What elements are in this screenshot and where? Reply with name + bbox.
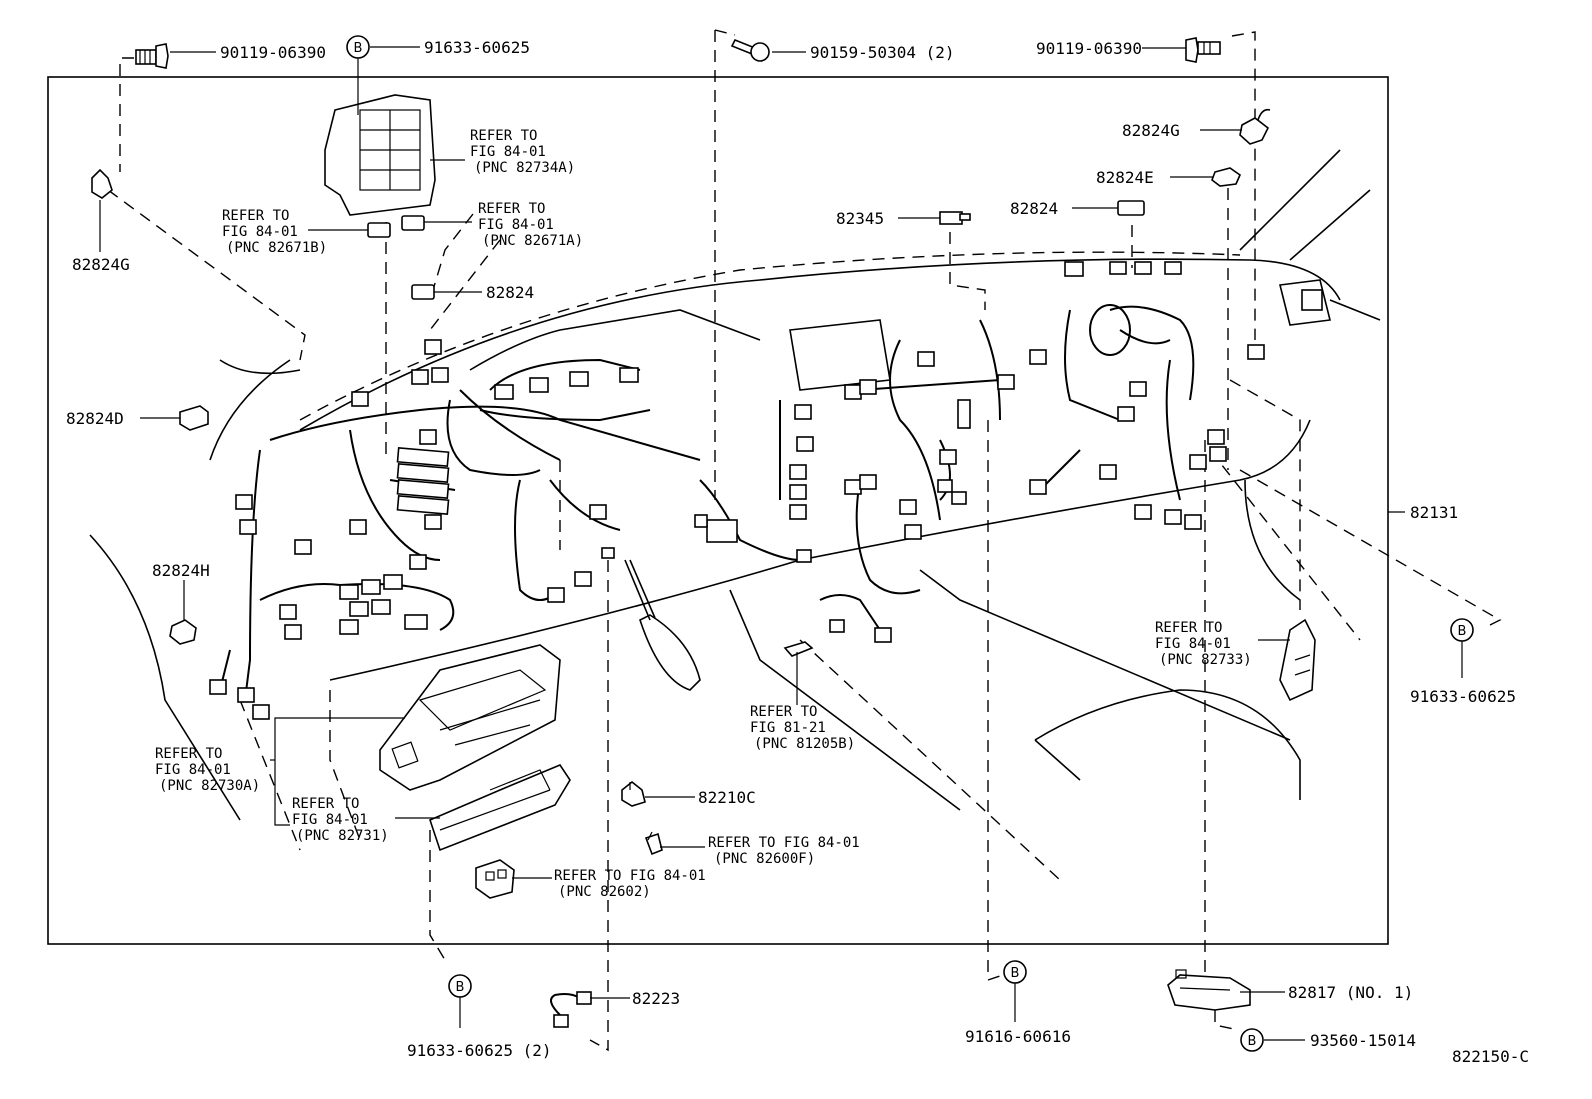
clamp-82824g-right	[1239, 117, 1270, 145]
ref-82602: REFER TO FIG 84-01 (PNC 82602)	[554, 868, 706, 900]
clamp-82824e	[1211, 167, 1241, 187]
label-clip-top-b: 91633-60625	[424, 38, 530, 57]
svg-text:FIG 84-01: FIG 84-01	[155, 762, 231, 778]
label-clip-right-b: 91633-60625	[1410, 687, 1516, 706]
solid-leaders	[99, 46, 1463, 1041]
ecu-82731	[429, 764, 571, 852]
diagram-frame	[47, 76, 1389, 945]
instrument-panel-outline	[89, 149, 1381, 821]
ref-82733: REFER TO FIG 84-01 (PNC 82733)	[1155, 620, 1252, 668]
label-conn-82824-right: 82824	[1010, 199, 1058, 218]
svg-text:REFER TO: REFER TO	[750, 704, 817, 720]
bolt-right-icon	[1185, 37, 1221, 63]
harness-82223-icon	[550, 991, 592, 1028]
ref-82734a: REFER TO FIG 84-01 (PNC 82734A)	[470, 128, 575, 176]
svg-text:B: B	[456, 980, 465, 995]
label-clamp-g-left: 82824G	[72, 255, 130, 274]
connector-82602-icon	[475, 859, 515, 899]
svg-text:REFER TO FIG 84-01: REFER TO FIG 84-01	[554, 868, 706, 884]
svg-text:(PNC 82602): (PNC 82602)	[558, 884, 651, 900]
clamp-82824d	[179, 405, 209, 431]
clamp-82824g-left	[91, 168, 113, 199]
label-bolt-right: 90119-06390	[1036, 39, 1142, 58]
ref-82671b: REFER TO FIG 84-01 (PNC 82671B)	[222, 208, 327, 256]
bracket-82733-icon	[1279, 618, 1316, 702]
svg-text:REFER TO: REFER TO	[1155, 620, 1222, 636]
figure-code: 822150-C	[1452, 1047, 1529, 1066]
svg-text:(PNC 82730A): (PNC 82730A)	[159, 778, 260, 794]
harness-connectors	[209, 261, 1323, 720]
svg-text:B: B	[354, 41, 363, 56]
label-clamp-e: 82824E	[1096, 168, 1154, 187]
svg-text:B: B	[1248, 1034, 1257, 1049]
svg-text:FIG 84-01: FIG 84-01	[222, 224, 298, 240]
connector-82345-icon	[939, 211, 971, 225]
label-bracket-82817: 82817 (NO. 1)	[1288, 983, 1413, 1002]
sensor-81205b-icon	[783, 641, 814, 657]
label-conn-82345: 82345	[836, 209, 884, 228]
marker-b-right: B	[1450, 618, 1474, 642]
label-conn-82223: 82223	[632, 989, 680, 1008]
dashed-leaders	[107, 29, 1502, 1052]
svg-text:(PNC 82600F): (PNC 82600F)	[714, 851, 815, 867]
svg-text:FIG 84-01: FIG 84-01	[1155, 636, 1231, 652]
svg-text:FIG 81-21: FIG 81-21	[750, 720, 826, 736]
svg-text:B: B	[1458, 624, 1467, 639]
connector-82824-left	[411, 284, 435, 300]
relay-block-top	[324, 94, 436, 216]
ref-82731: REFER TO FIG 84-01 (PNC 82731)	[292, 796, 389, 844]
svg-text:REFER TO: REFER TO	[155, 746, 222, 762]
label-bolt-left: 90119-06390	[220, 43, 326, 62]
svg-text:REFER TO: REFER TO	[478, 201, 545, 217]
ref-82730a: REFER TO FIG 84-01 (PNC 82730A)	[155, 746, 260, 794]
ref-81205b: REFER TO FIG 81-21 (PNC 81205B)	[750, 704, 855, 752]
marker-b-top: B	[346, 35, 370, 59]
bolt-left-icon	[135, 43, 169, 69]
svg-text:REFER TO: REFER TO	[222, 208, 289, 224]
label-clamp-g-right: 82824G	[1122, 121, 1180, 140]
svg-text:(PNC 81205B): (PNC 81205B)	[754, 736, 855, 752]
label-clip-91616: 91616-60616	[965, 1027, 1071, 1046]
svg-text:REFER TO FIG 84-01: REFER TO FIG 84-01	[708, 835, 860, 851]
label-clip-93560: 93560-15014	[1310, 1031, 1416, 1050]
junction-block-82730a	[379, 644, 561, 791]
label-clamp-d: 82824D	[66, 409, 124, 428]
svg-text:FIG 84-01: FIG 84-01	[478, 217, 554, 233]
svg-text:(PNC 82671B): (PNC 82671B)	[226, 240, 327, 256]
svg-text:REFER TO: REFER TO	[292, 796, 359, 812]
marker-b-bottom-left: B	[448, 974, 472, 998]
connector-82600f-icon	[644, 831, 663, 856]
label-clip-bottom-b: 91633-60625 (2)	[407, 1041, 552, 1060]
svg-text:REFER TO: REFER TO	[470, 128, 537, 144]
relay-82210c-icon	[621, 780, 646, 807]
connector-82671b	[367, 222, 391, 238]
label-harness: 82131	[1410, 503, 1458, 522]
svg-text:FIG 84-01: FIG 84-01	[292, 812, 368, 828]
harness-wires	[219, 304, 1195, 701]
svg-text:B: B	[1011, 966, 1020, 981]
bracket-82817-icon	[1167, 969, 1251, 1011]
svg-text:(PNC 82733): (PNC 82733)	[1159, 652, 1252, 668]
clamp-82824h	[169, 619, 197, 645]
marker-b-bottom-right: B	[1240, 1028, 1264, 1052]
ref-82671a: REFER TO FIG 84-01 (PNC 82671A)	[478, 201, 583, 249]
svg-text:FIG 84-01: FIG 84-01	[470, 144, 546, 160]
connector-82824-right	[1117, 200, 1145, 216]
marker-b-bottom-mid: B	[1003, 960, 1027, 984]
label-conn-82824-left: 82824	[486, 283, 534, 302]
svg-text:(PNC 82734A): (PNC 82734A)	[474, 160, 575, 176]
screw-top-icon	[730, 38, 770, 62]
label-screw-top: 90159-50304 (2)	[810, 43, 955, 62]
svg-text:(PNC 82731): (PNC 82731)	[296, 828, 389, 844]
ref-82600f: REFER TO FIG 84-01 (PNC 82600F)	[708, 835, 860, 867]
label-relay-82210c: 82210C	[698, 788, 756, 807]
label-clamp-h: 82824H	[152, 561, 210, 580]
connector-82671a	[401, 215, 425, 231]
svg-text:(PNC 82671A): (PNC 82671A)	[482, 233, 583, 249]
